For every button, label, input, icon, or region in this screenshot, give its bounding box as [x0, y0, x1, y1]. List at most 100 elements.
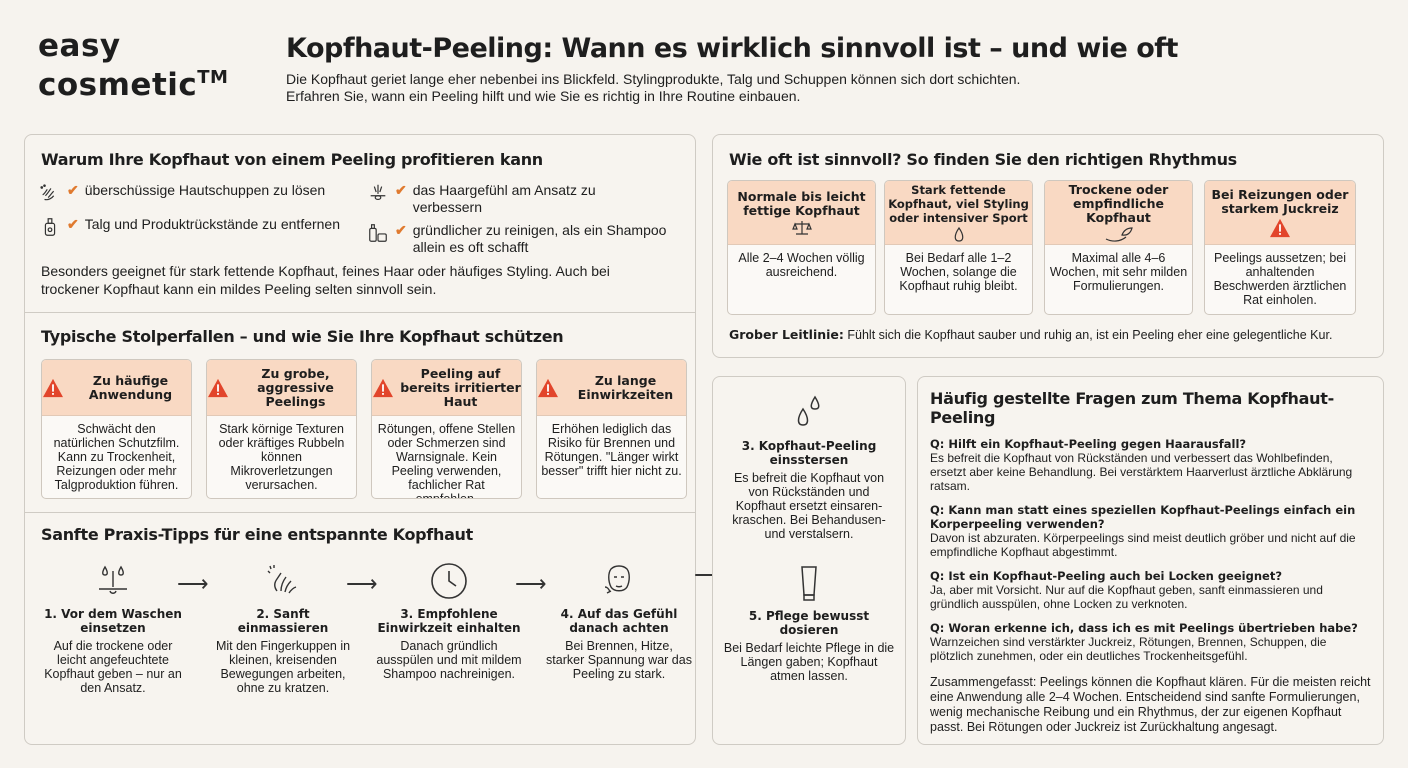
rhythm-card-text: Bei Bedarf alle 1–2 Wochen, solange die … [899, 251, 1018, 293]
rhythm-card-text: Peelings aussetzen; bei anhaltenden Besc… [1213, 251, 1347, 307]
pitfall-text: Schwächt den natürlichen Schutzfilm. Kan… [53, 422, 180, 492]
benefit-text: das Haargefühl am Ansatz zu verbessern [412, 182, 596, 215]
pitfall-text: Stark körnige Texturen oder kräftiges Ru… [218, 422, 345, 492]
page-title: Kopfhaut-Peeling: Wann es wirklich sinnv… [286, 33, 1178, 64]
check-icon: ✔ [395, 222, 407, 238]
rhythm-card: Normale bis leicht fettige Kopfhaut Alle… [727, 180, 876, 315]
faq-question: Q: Ist ein Kopfhaut-Peeling auch bei Loc… [930, 569, 1282, 583]
arrow-icon: ⟶ [177, 571, 209, 596]
pitfall-text: Erhöhen lediglich das Risiko für Brennen… [541, 422, 682, 478]
pitfall-card: Peeling auf bereits irritierter Haut Röt… [371, 359, 522, 499]
faq-question: Q: Kann man statt eines speziellen Kopfh… [930, 503, 1356, 531]
guideline-label: Grober Leitlinie: [729, 327, 844, 342]
left-panel: Warum Ihre Kopfhaut von einem Peeling pr… [24, 134, 696, 745]
step-text: Danach gründlich ausspülen und mit milde… [376, 639, 522, 681]
drops-icon [797, 395, 820, 426]
rhythm-card-text: Alle 2–4 Wochen völlig ausreichend. [738, 251, 865, 279]
scale-icon [791, 220, 812, 235]
tip-step: 2. Sanft einmassieren Mit den Fingerkupp… [209, 561, 357, 695]
rhythm-card: Bei Reizungen oder starkem Juckreiz Peel… [1204, 180, 1356, 315]
intro-line-1: Die Kopfhaut geriet lange eher nebenbei … [286, 71, 1021, 87]
benefit-text: überschüssige Hautschuppen zu lösen [84, 182, 326, 198]
faq-panel: Häufig gestellte Fragen zum Thema Kopfha… [917, 376, 1384, 745]
rhythm-card-title: Bei Reizungen oder starkem Juckreiz [1211, 186, 1349, 216]
benefits-heading: Warum Ihre Kopfhaut von einem Peeling pr… [41, 150, 543, 169]
step-title: 3. Empfohlene Einwirkzeit einhalten [377, 607, 521, 635]
rhythm-card-text: Maximal alle 4–6 Wochen, mit sehr milden… [1049, 251, 1188, 293]
drops-hair-icon [99, 565, 127, 594]
section-divider [25, 312, 695, 313]
pitfall-text: Rötungen, offene Stellen oder Schmerzen … [377, 422, 516, 499]
pitfall-card: Zu häufige Anwendung Schwächt den natürl… [41, 359, 192, 499]
check-icon: ✔ [67, 182, 79, 198]
faq-item: Q: Hilft ein Kopfhaut-Peeling gegen Haar… [930, 437, 1371, 493]
rhythm-card: Trockene oder empfindliche Kopfhaut Maxi… [1044, 180, 1193, 315]
tips-heading: Sanfte Praxis-Tipps für eine entspannte … [41, 525, 473, 544]
faq-item: Q: Kann man statt eines speziellen Kopfh… [930, 503, 1371, 559]
arrow-icon: ⟶ [346, 571, 378, 596]
pitfall-title: Peeling auf bereits irritierter Haut [400, 365, 521, 409]
warning-icon [538, 378, 558, 397]
step-title: 5. Pflege bewusst dosieren [748, 609, 870, 637]
benefit-text: gründlicher zu reinigen, als ein Shampoo… [412, 222, 667, 255]
benefit-item: ✔ das Haargefühl am Ansatz zu verbessern [367, 182, 667, 216]
rhythm-card-title: Trockene oder empfindliche Kopfhaut [1068, 181, 1169, 225]
faq-heading: Häufig gestellte Fragen zum Thema Kopfha… [930, 389, 1334, 427]
step-title: 4. Auf das Gefühl danach achten [560, 607, 678, 635]
tip-step: 3. Empfohlene Einwirkzeit einhalten Dana… [375, 561, 523, 681]
pitfall-title: Zu häufige Anwendung [88, 372, 173, 402]
benefit-text: Talg und Produktrückstände zu entfernen [84, 216, 341, 232]
pitfall-title: Zu grobe, aggressive Peelings [257, 365, 334, 409]
benefit-item: ✔ Talg und Produktrückstände zu entferne… [39, 216, 359, 238]
check-icon: ✔ [67, 216, 79, 232]
check-icon: ✔ [395, 182, 407, 198]
bottle-icon [44, 218, 56, 236]
rhythm-guideline: Grober Leitlinie: Fühlt sich die Kopfhau… [729, 327, 1332, 342]
middle-steps-panel: 3. Kopfhaut-Peeling einsstersen Es befre… [712, 376, 906, 745]
page-intro: Die Kopfhaut geriet lange eher nebenbei … [286, 71, 1166, 105]
logo-line-1: easy [38, 28, 121, 64]
massage-hand-icon [267, 565, 297, 594]
pitfall-card: Zu lange Einwirkzeiten Erhöhen lediglich… [536, 359, 687, 499]
step-title: 1. Vor dem Waschen einsetzen [44, 607, 182, 635]
guideline-text: Fühlt sich die Kopfhaut sauber und ruhig… [847, 328, 1333, 342]
logo-trademark: TM [197, 67, 229, 88]
clock-icon [431, 563, 467, 599]
tip-step: 1. Vor dem Waschen einsetzen Auf die tro… [39, 561, 187, 695]
intro-line-2: Erfahren Sie, wann ein Peeling hilft und… [286, 88, 801, 104]
tip-step: 5. Pflege bewusst dosieren Bei Bedarf le… [723, 563, 895, 683]
leaf-hand-icon [1105, 226, 1133, 242]
step-text: Bei Brennen, Hitze, starker Spannung war… [546, 639, 692, 681]
pitfall-card: Zu grobe, aggressive Peelings Stark körn… [206, 359, 357, 499]
rhythm-panel: Wie oft ist sinnvoll? So finden Sie den … [712, 134, 1384, 358]
tip-step: 4. Auf das Gefühl danach achten Bei Bren… [545, 561, 693, 681]
tube-icon [801, 566, 817, 601]
faq-answer: Ja, aber mit Vorsicht. Nur auf die Kopfh… [930, 583, 1323, 611]
faq-answer: Davon ist abzuraten. Körperpeelings sind… [930, 531, 1356, 559]
face-icon [604, 565, 630, 594]
step-text: Mit den Fingerkuppen in kleinen, kreisen… [215, 639, 351, 695]
warning-icon [43, 378, 63, 397]
hair-root-icon [370, 184, 386, 201]
faq-item: Q: Ist ein Kopfhaut-Peeling auch bei Loc… [930, 569, 1371, 611]
pitfalls-heading: Typische Stolperfallen – und wie Sie Ihr… [41, 327, 564, 346]
step-text: Es befreit die Kopfhaut von von Rückstän… [732, 471, 886, 541]
arrow-icon: ⟶ [515, 571, 547, 596]
logo-line-2: cosmetic [38, 67, 198, 103]
tip-step: 3. Kopfhaut-Peeling einsstersen Es befre… [723, 393, 895, 541]
faq-question: Q: Hilft ein Kopfhaut-Peeling gegen Haar… [930, 437, 1247, 451]
faq-answer: Es befreit die Kopfhaut von Rückständen … [930, 451, 1353, 493]
benefit-item: ✔ überschüssige Hautschuppen zu lösen [39, 182, 359, 204]
drop-icon [954, 226, 963, 242]
rhythm-card-title: Stark fettende Kopfhaut, viel Styling od… [888, 182, 1029, 225]
faq-summary: Zusammengefasst: Peelings können die Kop… [930, 675, 1371, 734]
rhythm-heading: Wie oft ist sinnvoll? So finden Sie den … [729, 150, 1237, 169]
faq-question: Q: Woran erkenne ich, dass ich es mit Pe… [930, 621, 1358, 635]
benefit-item: ✔ gründlicher zu reinigen, als ein Shamp… [367, 222, 667, 256]
pitfall-title: Zu lange Einwirkzeiten [577, 372, 674, 402]
rhythm-card: Stark fettende Kopfhaut, viel Styling od… [884, 180, 1033, 315]
hand-icon [40, 184, 55, 201]
brand-logo: easy cosmeticTM [38, 30, 228, 101]
section-divider [25, 512, 695, 513]
faq-answer: Warnzeichen sind verstärkter Juckreiz, R… [930, 635, 1327, 663]
